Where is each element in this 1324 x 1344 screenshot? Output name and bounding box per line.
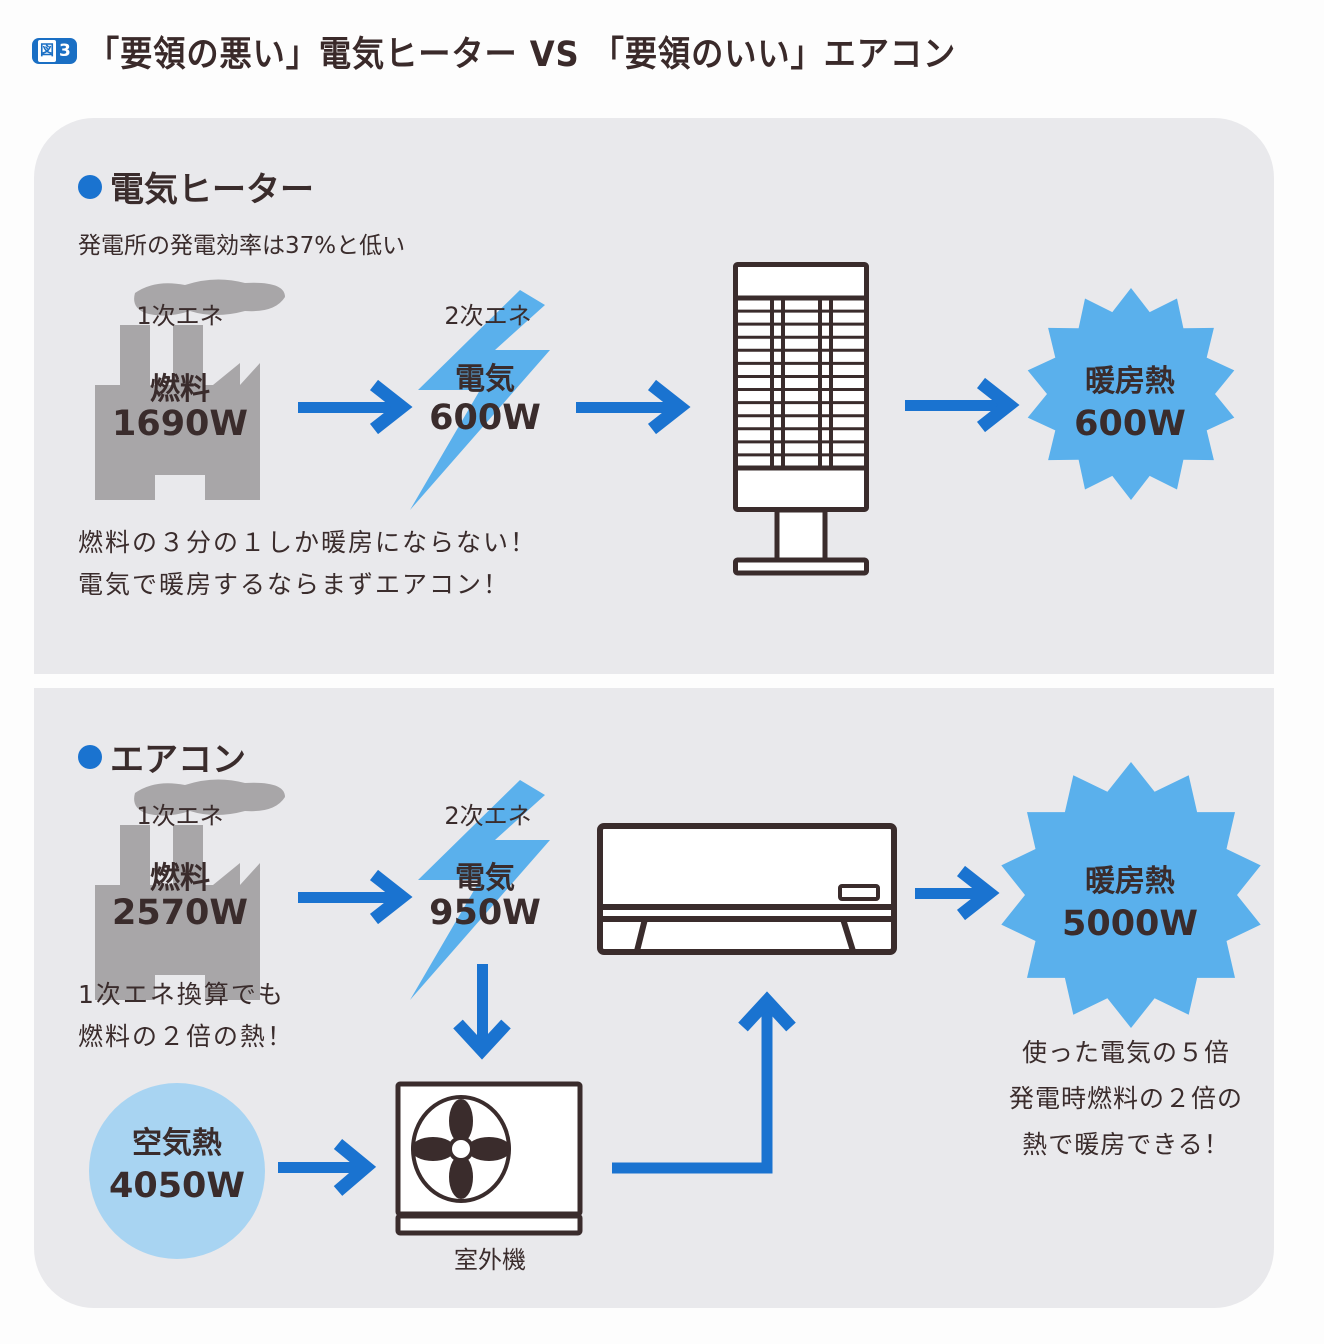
heater-secondary-value: 600W: [429, 398, 541, 438]
heater-primary-name: 燃料: [150, 372, 210, 407]
factory-icon: [95, 779, 285, 1000]
starburst-icon: [1027, 288, 1235, 500]
aircon-primary-value: 2570W: [111, 893, 249, 933]
air-conditioner-icon: [597, 823, 897, 955]
arrow-down-icon: [453, 964, 511, 1060]
aircon-section-heading: エアコン: [78, 732, 246, 781]
lightning-icon: [410, 780, 550, 1000]
bullet-dot-icon: [78, 174, 102, 199]
arrow-right-icon: [298, 869, 413, 925]
aircon-secondary-label: 2次エネ: [444, 802, 532, 830]
heater-subtitle: 発電所の発電効率は37%と低い: [78, 233, 406, 259]
heater-note-line: 電気で暖房するならまずエアコン！: [78, 570, 511, 599]
aircon-secondary-name: 電気: [455, 861, 515, 896]
aircon-right-note: 使った電気の５倍 発電時燃料の２倍の 熱で暖房できる！: [986, 1030, 1266, 1168]
figure-badge-number: 3: [59, 41, 71, 61]
aircon-right-note-line: 熱で暖房できる！: [1022, 1130, 1230, 1159]
aircon-secondary-value: 950W: [429, 893, 541, 933]
starburst-shape: [1001, 762, 1261, 1028]
factory-icon: [95, 279, 285, 500]
aircon-left-note-line: 1次エネ換算でも: [78, 980, 285, 1009]
aircon-right-note-line: 使った電気の５倍: [1021, 1038, 1230, 1067]
heater-secondary-label: 2次エネ: [444, 302, 532, 330]
arrow-right-icon: [905, 377, 1020, 433]
arrow-right-icon: [915, 865, 1000, 921]
heater-primary-value: 1690W: [111, 404, 249, 444]
arrow-up-connector-icon: [612, 991, 796, 1174]
aircon-left-note: 1次エネ換算でも 燃料の２倍の熱！: [78, 974, 294, 1058]
figure-title-row: 図 3 「要領の悪い」電気ヒーター VS 「要領のいい」エアコン: [32, 28, 1032, 75]
figure-title: 「要領の悪い」電気ヒーター VS 「要領のいい」エアコン: [86, 34, 956, 75]
figure-badge: 図 3: [32, 38, 77, 64]
lightning-icon: [410, 290, 550, 510]
aircon-left-note-line: 燃料の２倍の熱！: [78, 1022, 295, 1051]
air-heat-circle: [89, 1083, 265, 1259]
outdoor-unit-fan-icon: [395, 1081, 583, 1236]
heater-note: 燃料の３分の１しか暖房にならない！ 電気で暖房するならまずエアコン！: [78, 522, 537, 606]
aircon-right-note-line: 発電時燃料の２倍の: [1008, 1084, 1243, 1113]
heater-output-name: 暖房熱: [1085, 364, 1175, 399]
heater-secondary-name: 電気: [455, 362, 515, 397]
aircon-heading-text: エアコン: [110, 740, 246, 780]
heater-heading-text: 電気ヒーター: [110, 170, 314, 210]
aircon-primary-name: 燃料: [150, 861, 210, 896]
heater-note-line: 燃料の３分の１しか暖房にならない！: [78, 528, 538, 557]
starburst-shape: [1027, 288, 1235, 500]
outdoor-unit-label: 室外機: [454, 1246, 526, 1274]
starburst-icon: [1001, 762, 1261, 1028]
arrow-right-icon: [576, 379, 691, 435]
aircon-output-value: 5000W: [1061, 904, 1199, 944]
air-heat-name: 空気熱: [132, 1126, 222, 1161]
arrow-right-icon: [298, 379, 413, 435]
figure-badge-kanji: 図: [38, 40, 56, 62]
arrow-right-icon: [278, 1138, 377, 1196]
aircon-output-name: 暖房熱: [1085, 864, 1175, 899]
heater-output-value: 600W: [1074, 404, 1186, 444]
bullet-dot-icon: [78, 744, 102, 769]
heater-section-heading: 電気ヒーター: [78, 162, 314, 211]
air-heat-value: 4050W: [108, 1166, 246, 1206]
electric-heater-icon: [733, 262, 869, 576]
aircon-primary-label: 1次エネ: [136, 802, 224, 830]
heater-primary-label: 1次エネ: [136, 302, 224, 330]
